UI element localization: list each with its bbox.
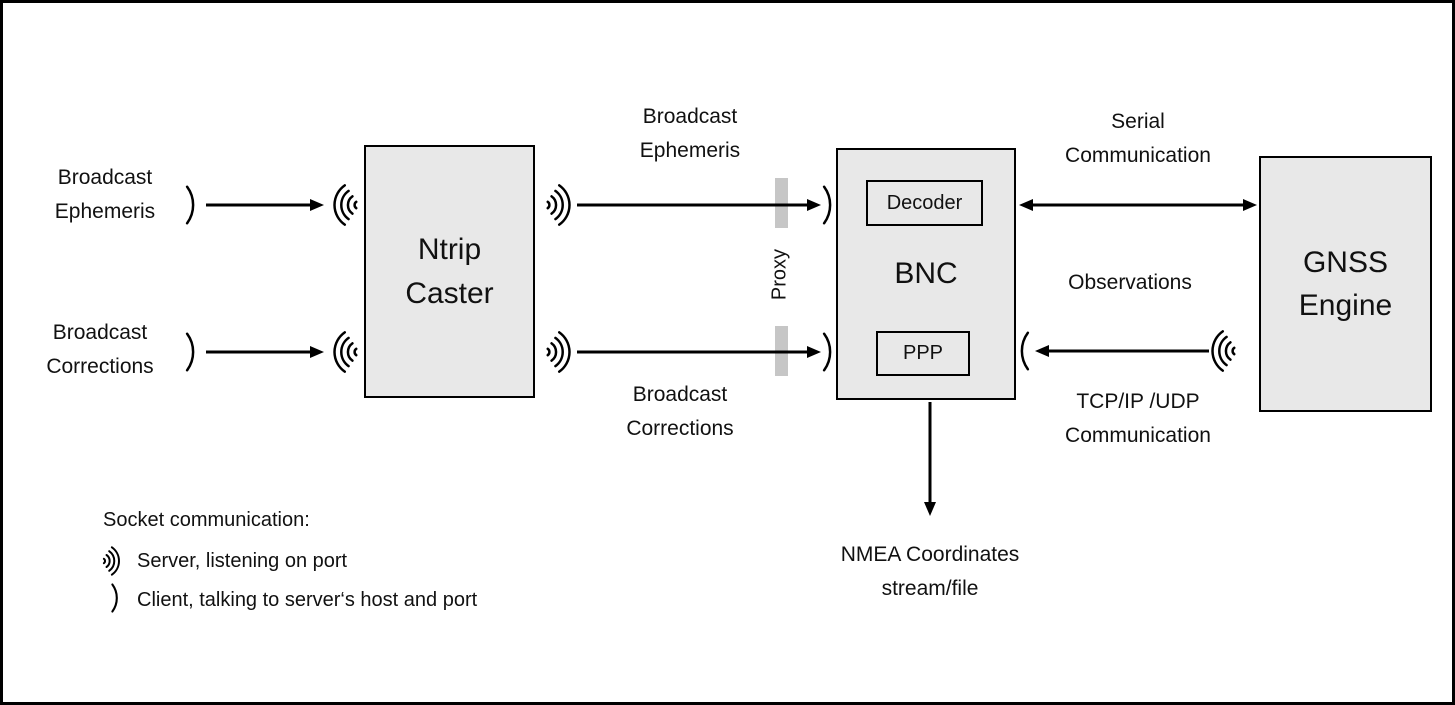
- client-socket-icon: [822, 332, 832, 372]
- server-socket-icon: [102, 546, 120, 576]
- arrow-broadcast-ephemeris-in: [206, 199, 324, 211]
- observations-label: Observations: [1068, 271, 1192, 294]
- broadcast-ephemeris-top-label: Broadcast Ephemeris: [639, 105, 741, 163]
- legend-server-label: Server, listening on port: [137, 550, 348, 572]
- ntrip-caster-box: Ntrip Caster: [364, 145, 535, 398]
- server-socket-icon: [333, 184, 358, 226]
- tcpip-udp-communication-label: TCP/IP /UDP Communication: [1065, 390, 1211, 448]
- client-socket-icon: [822, 185, 832, 225]
- ppp-box: PPP: [876, 331, 970, 376]
- broadcast-corrections-left-label: Broadcast Corrections: [46, 321, 154, 379]
- proxy-label: Proxy: [768, 248, 791, 301]
- client-socket-icon: [111, 583, 118, 613]
- serial-communication-label: Serial Communication: [1065, 110, 1211, 168]
- server-socket-icon: [546, 184, 571, 226]
- proxy-bar-top: [775, 178, 788, 228]
- client-socket-icon: [185, 185, 195, 225]
- ppp-label: PPP: [902, 342, 944, 364]
- client-socket-icon: [1020, 331, 1030, 371]
- server-socket-icon: [1211, 330, 1236, 372]
- arrow-broadcast-ephemeris-to-bnc: [577, 199, 821, 211]
- legend-client-label: Client, talking to server‘s host and por…: [137, 589, 478, 611]
- arrow-broadcast-corrections-in: [206, 346, 324, 358]
- bnc-label: BNC: [894, 257, 958, 291]
- broadcast-ephemeris-left-label: Broadcast Ephemeris: [54, 166, 156, 224]
- gnss-engine-label: GNSS Engine: [1298, 245, 1393, 323]
- arrow-observations: [1035, 345, 1209, 357]
- legend-title: Socket communication:: [103, 509, 310, 531]
- decoder-label: Decoder: [886, 191, 963, 214]
- gnss-engine-box: GNSS Engine: [1259, 156, 1432, 412]
- arrow-broadcast-corrections-to-bnc: [577, 346, 821, 358]
- broadcast-corrections-mid-label: Broadcast Corrections: [626, 383, 734, 441]
- server-socket-icon: [546, 331, 571, 373]
- server-socket-icon: [333, 331, 358, 373]
- arrow-serial-communication: [1019, 199, 1257, 211]
- ntrip-caster-label: Ntrip Caster: [405, 233, 494, 310]
- client-socket-icon: [185, 332, 195, 372]
- decoder-box: Decoder: [866, 180, 983, 226]
- nmea-output-label: NMEA Coordinates stream/file: [840, 543, 1020, 601]
- arrow-nmea-output: [924, 402, 936, 516]
